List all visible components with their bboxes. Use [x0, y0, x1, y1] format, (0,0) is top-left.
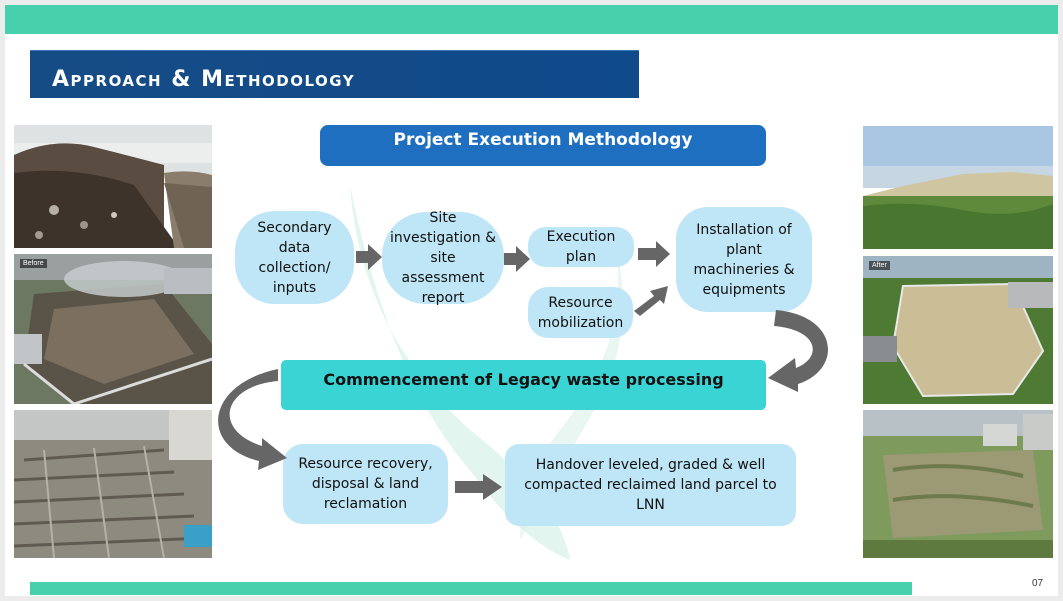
arrow-execution-to-installation	[638, 241, 670, 267]
node-secondary-data: Secondary data collection/ inputs	[235, 211, 354, 304]
arrow-commencement-to-recovery	[218, 369, 287, 470]
before-tag: Before	[20, 259, 47, 268]
arrow-secondary-to-site	[356, 244, 382, 270]
node-installation: Installation of plant machineries & equi…	[676, 207, 812, 312]
photo-dump-site-before-1	[14, 125, 212, 248]
after-tag: After	[869, 261, 890, 270]
arrow-mobilization-to-installation	[634, 286, 668, 316]
node-commencement: Commencement of Legacy waste processing	[281, 360, 766, 410]
page-number: 07	[1032, 578, 1044, 589]
node-resource-mobilization: Resource mobilization	[528, 287, 633, 338]
photo-reclaimed-site-after-3	[863, 410, 1053, 558]
photo-reclaimed-site-after-1	[863, 126, 1053, 249]
photo-dump-site-before-2: Before	[14, 254, 212, 404]
arrow-recovery-to-handover	[455, 474, 502, 500]
bottom-accent-band	[30, 582, 912, 595]
top-accent-band	[5, 5, 1058, 34]
photo-dump-site-before-3	[14, 410, 212, 558]
methodology-header: Project Execution Methodology	[320, 125, 766, 166]
photo-reclaimed-site-after-2: After	[863, 256, 1053, 404]
arrow-site-to-execution	[504, 246, 530, 272]
node-resource-recovery: Resource recovery, disposal & land recla…	[283, 444, 448, 524]
node-handover: Handover leveled, graded & well compacte…	[505, 444, 796, 526]
slide-title: Approach & Methodology	[52, 67, 356, 92]
node-execution-plan: Execution plan	[528, 227, 634, 267]
arrow-installation-to-commencement	[768, 310, 829, 392]
node-site-investigation: Site investigation & site assessment rep…	[382, 210, 504, 306]
title-bar: Approach & Methodology	[30, 50, 639, 98]
